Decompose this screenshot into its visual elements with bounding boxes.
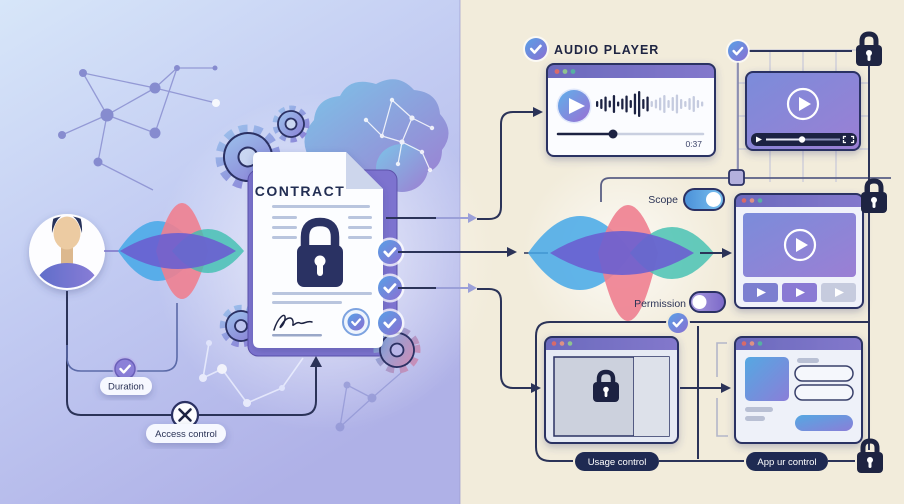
permission-toggle-row: Permission	[634, 291, 726, 313]
contract-document: CONTRACT	[253, 152, 383, 348]
svg-text:Duration: Duration	[108, 382, 144, 393]
scope-toggle-row: Scope	[648, 188, 725, 211]
duration-label[interactable]: Duration	[100, 377, 152, 395]
signature-line	[272, 334, 322, 337]
media-tile[interactable]	[745, 357, 789, 401]
app-control-label[interactable]: App ur control	[746, 452, 828, 471]
scope-toggle[interactable]	[683, 188, 725, 211]
text-line	[745, 416, 765, 421]
play-button[interactable]	[783, 228, 817, 262]
window-controls[interactable]	[741, 341, 763, 346]
text-line	[745, 407, 773, 412]
timeline-handle[interactable]	[728, 169, 745, 186]
signature	[273, 314, 313, 331]
bracket-decor	[716, 342, 728, 437]
video-player-middle[interactable]	[734, 193, 864, 309]
action-button[interactable]	[795, 415, 853, 431]
usage-control-label[interactable]: Usage control	[575, 452, 659, 471]
lock-icon	[856, 31, 882, 66]
bottom-circuit	[535, 321, 869, 462]
check-badge	[666, 311, 690, 335]
svg-text:AUDIO PLAYER: AUDIO PLAYER	[554, 43, 659, 57]
video-controls-bar[interactable]	[751, 133, 857, 146]
text-line	[797, 358, 819, 363]
video-thumbnails[interactable]	[743, 283, 856, 302]
usage-control-window[interactable]	[544, 336, 679, 444]
window-controls[interactable]	[551, 341, 573, 346]
check-badge	[375, 273, 405, 303]
glow-dot	[212, 99, 220, 107]
lock-icon	[297, 217, 343, 287]
page-fold	[346, 152, 383, 189]
waveform-video-arrow	[700, 248, 732, 258]
access-control-label[interactable]: Access control	[146, 424, 226, 443]
video-player-top[interactable]	[745, 71, 861, 151]
line-chart-decor	[199, 340, 304, 407]
window-controls[interactable]	[554, 69, 576, 74]
voice-waveform	[104, 203, 244, 299]
triangle-network-decor	[335, 371, 403, 432]
lock-icon	[593, 369, 619, 402]
audio-waveform-bars	[596, 91, 704, 117]
lock-icon	[861, 178, 887, 213]
play-button[interactable]	[556, 88, 592, 124]
approved-check-icon	[342, 308, 370, 336]
check-badge	[726, 39, 750, 63]
window-controls[interactable]	[741, 198, 763, 203]
usage-app-arrow	[680, 383, 731, 393]
play-button[interactable]	[786, 87, 820, 121]
contract-text-lines	[272, 205, 372, 304]
voice-waveform	[528, 205, 714, 321]
progress-bar[interactable]	[556, 129, 705, 139]
permission-label: Permission	[634, 298, 686, 310]
x-circle-icon	[170, 400, 200, 430]
svg-text:Usage control: Usage control	[588, 457, 647, 468]
fullscreen-icon	[842, 135, 855, 144]
play-icon	[756, 136, 762, 143]
duration-check-badge	[112, 356, 138, 382]
app-control-window[interactable]	[734, 336, 863, 444]
audio-player-window[interactable]: 0:37	[546, 63, 716, 157]
scope-label: Scope	[648, 194, 678, 206]
timeline-line	[600, 177, 891, 202]
progress-thumb	[608, 129, 618, 139]
flow-arrows	[386, 107, 548, 393]
check-badge	[375, 308, 405, 338]
permission-toggle[interactable]	[689, 291, 726, 313]
input-field[interactable]	[794, 365, 854, 382]
time-display: 0:37	[685, 139, 702, 149]
person-avatar	[29, 214, 105, 290]
svg-text:Access control: Access control	[155, 429, 217, 440]
lock-icon	[857, 438, 883, 473]
network-graph	[58, 65, 220, 191]
svg-text:App ur control: App ur control	[757, 457, 816, 468]
contract-title: CONTRACT	[255, 183, 346, 199]
gear-icon	[272, 105, 310, 143]
seek-thumb	[798, 136, 806, 143]
arrow-up-icon	[310, 356, 322, 367]
audio-player-heading: AUDIO PLAYER	[523, 36, 659, 62]
input-field[interactable]	[794, 384, 854, 401]
check-badge	[375, 237, 405, 267]
